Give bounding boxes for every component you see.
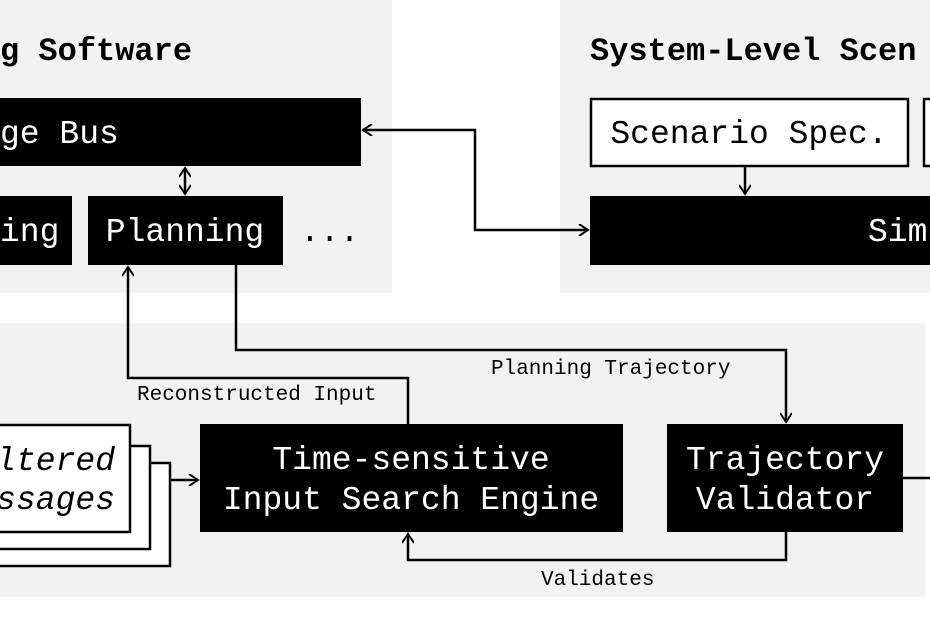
scenario-panel-title: System-Level Scen (590, 33, 916, 70)
simulator-box (590, 196, 930, 265)
filtered-messages-line2: ssages (0, 482, 115, 519)
simulator-label: Sim (868, 214, 927, 251)
search-engine-line1: Time-sensitive (272, 442, 549, 479)
planning-trajectory-label: Planning Trajectory (491, 358, 730, 381)
module-box-partial (0, 196, 72, 265)
search-engine-box (200, 424, 623, 532)
trajectory-validator-box (667, 424, 903, 532)
reconstructed-input-arrow (128, 267, 410, 424)
more-modules-ellipsis: ... (300, 214, 359, 251)
filtered-messages-line1: ltered (0, 443, 115, 480)
planning-trajectory-arrow (234, 265, 786, 422)
validates-label: Validates (541, 569, 654, 592)
reconstructed-input-label: Reconstructed Input (137, 384, 376, 407)
module-partial-label: ing (0, 214, 59, 251)
scenario-spec-box (589, 97, 910, 168)
filtered-messages-box (0, 423, 132, 534)
planning-label: Planning (106, 214, 264, 251)
search-engine-line2: Input Search Engine (223, 482, 599, 519)
planning-box (88, 196, 283, 265)
bus-simulator-arrow (363, 130, 588, 230)
message-bus-box (0, 98, 361, 166)
validator-line2: Validator (696, 482, 874, 519)
scenario-extra-box (922, 97, 930, 168)
software-panel-title: g Software (0, 33, 192, 70)
message-bus-label: ge Bus (0, 116, 119, 153)
scenario-spec-label: Scenario Spec. (610, 116, 887, 153)
validator-line1: Trajectory (686, 442, 884, 479)
validates-arrow (408, 532, 788, 562)
